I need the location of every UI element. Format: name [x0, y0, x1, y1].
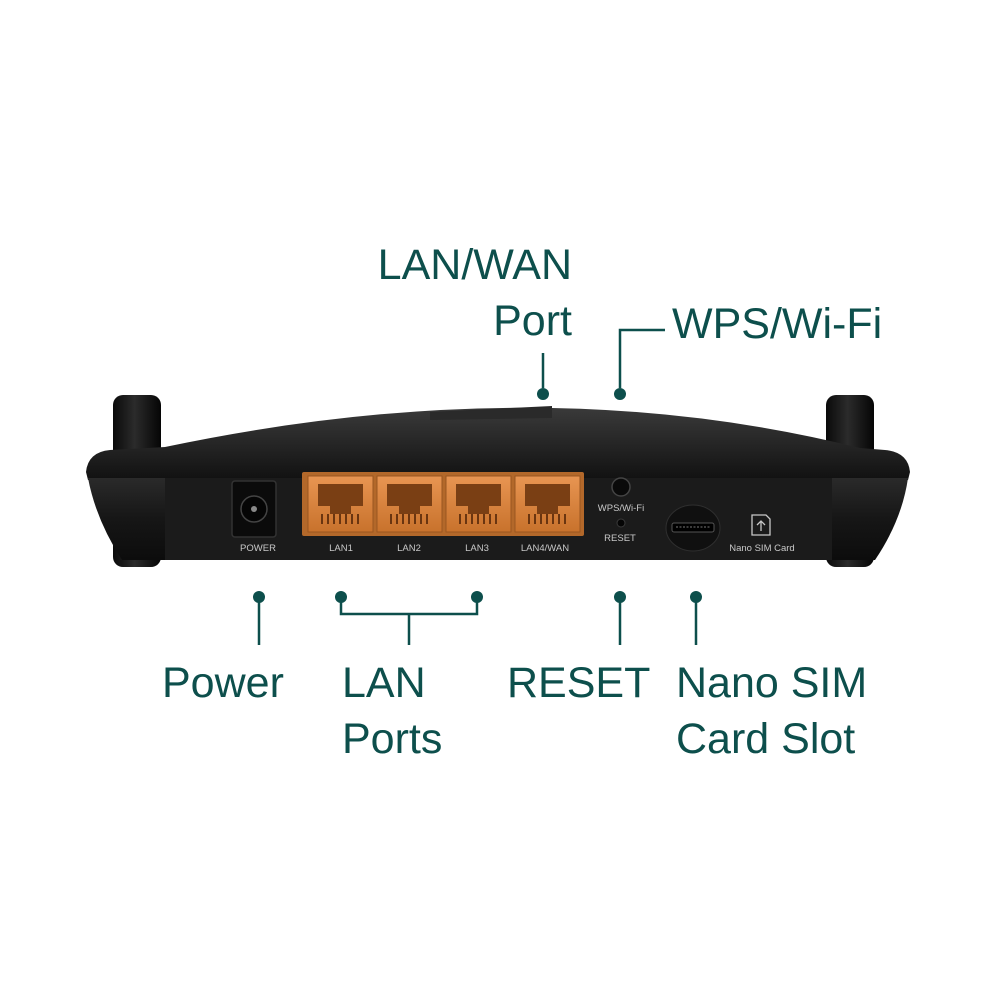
wps-leader: [614, 328, 665, 400]
reset-pinhole: [616, 518, 626, 528]
power-port-label: POWER: [240, 543, 276, 554]
power-jack: [231, 480, 277, 538]
callout-nano-sim-line2: Card Slot: [676, 715, 856, 763]
lan4-wan-label: LAN4/WAN: [521, 543, 569, 554]
callout-lan-ports-line2: Ports: [342, 715, 443, 763]
lan-ports-leader: [335, 591, 483, 645]
callout-wps-wifi: WPS/Wi-Fi: [672, 296, 882, 352]
sim-leader: [690, 591, 702, 645]
callout-lan-wan-line2: Port: [493, 297, 572, 345]
lan3-label: LAN3: [465, 543, 489, 554]
sim-card-icon: [751, 514, 771, 536]
lan2-port: [376, 475, 443, 533]
callout-reset-text: RESET: [507, 659, 651, 707]
reset-label: RESET: [604, 533, 636, 544]
callout-lan-wan-port: LAN/WAN Port: [330, 237, 572, 349]
wps-wifi-button: [611, 477, 631, 497]
lan-wan-leader: [537, 353, 549, 400]
callout-lan-wan-line1: LAN/WAN: [377, 241, 572, 289]
callout-lines: [253, 328, 702, 645]
power-leader: [253, 591, 265, 645]
lan2-label: LAN2: [397, 543, 421, 554]
callout-power-text: Power: [162, 659, 284, 707]
callout-lan-ports-line1: LAN: [342, 659, 426, 707]
callout-nano-sim-slot: Nano SIM Card Slot: [676, 655, 867, 767]
lan1-label: LAN1: [329, 543, 353, 554]
callout-lan-ports: LAN Ports: [342, 655, 442, 767]
reset-leader: [614, 591, 626, 645]
callout-nano-sim-line1: Nano SIM: [676, 659, 868, 707]
wps-wifi-label: WPS/Wi-Fi: [598, 503, 644, 514]
lan3-port: [445, 475, 512, 533]
lan1-port: [307, 475, 374, 533]
callout-wps-wifi-text: WPS/Wi-Fi: [672, 300, 883, 348]
lan4-wan-port: [514, 475, 581, 533]
nano-sim-slot: [665, 504, 721, 552]
lan-port-block: [302, 472, 584, 536]
nano-sim-card-label: Nano SIM Card: [729, 543, 794, 554]
callout-reset: RESET: [507, 655, 650, 711]
callout-power: Power: [162, 655, 284, 711]
